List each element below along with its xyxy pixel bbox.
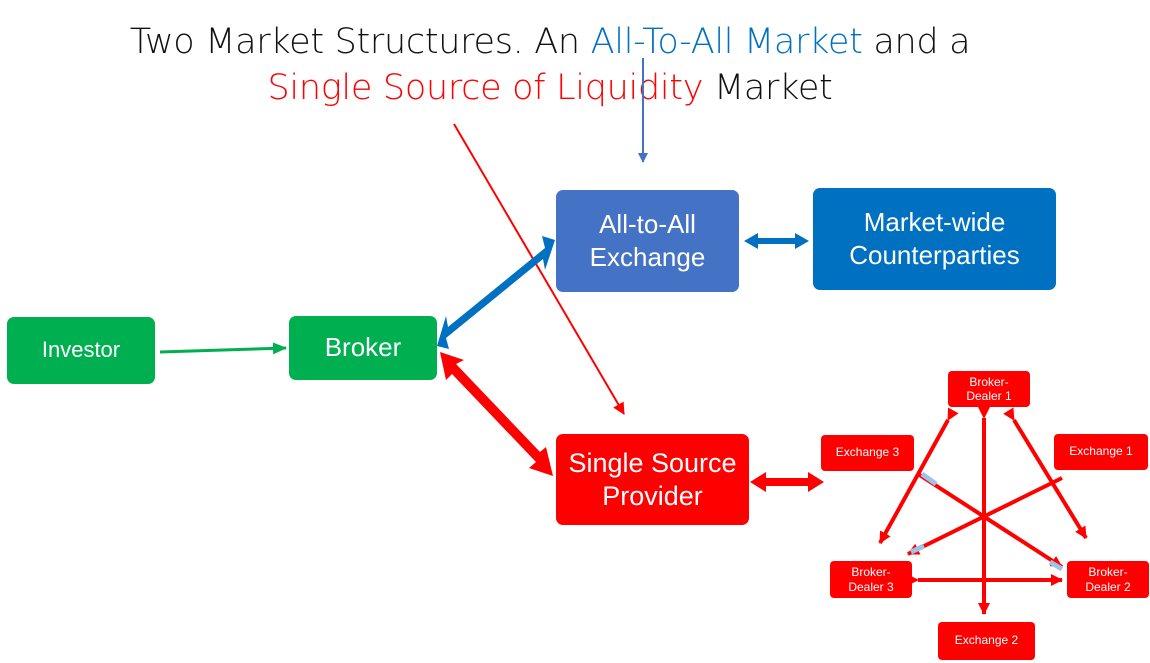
broker-dealer-1-box: Broker- Dealer 1 [948, 371, 1030, 407]
broker-dealer-2-label-line-1: Broker- [1088, 565, 1128, 580]
all-to-all-exchange-box: All-to-All Exchange [556, 190, 739, 292]
title-suffix: and a [862, 22, 971, 62]
broker-dealer-2-label-line-2: Dealer 2 [1085, 579, 1131, 594]
investor-to-broker-arrow [159, 342, 287, 355]
all-to-all-label-line-2: Exchange [589, 242, 706, 272]
single-source-provider-box: Single Source Provider [556, 434, 749, 525]
market-wide-label-line-2: Counterparties [849, 240, 1020, 270]
exchange-3-box: Exchange 3 [821, 435, 914, 471]
market-wide-label-line-1: Market-wide [863, 206, 1006, 237]
broker-all-to-all-arrow [437, 236, 555, 349]
all-to-all-market-wide-arrow [744, 233, 809, 249]
title-pointer-arrow-red [453, 123, 625, 415]
exchange-1-box: Exchange 1 [1054, 434, 1148, 470]
investor-label: Investor [41, 337, 121, 363]
broker-label: Broker [324, 332, 402, 363]
broker-dealer-2-box: Broker- Dealer 2 [1067, 561, 1149, 598]
broker-dealer-1-label-line-2: Dealer 1 [966, 389, 1012, 403]
exchange-1-label: Exchange 1 [1069, 444, 1133, 459]
broker-dealer-3-label-line-2: Dealer 3 [848, 579, 894, 594]
exchange-2-label: Exchange 2 [954, 633, 1019, 648]
market-wide-counterparties-box: Market-wide Counterparties [813, 188, 1056, 290]
exchange-network-connectors [878, 407, 1088, 615]
single-source-label-line-2: Provider [602, 480, 703, 511]
title-prefix: Two Market Structures. An [129, 22, 591, 62]
single-source-label-line-1: Single Source [568, 448, 737, 479]
exchange-2-box: Exchange 2 [938, 622, 1035, 660]
broker-single-source-arrow [440, 352, 553, 476]
broker-box: Broker [289, 316, 437, 380]
title-market-suffix: Market [703, 68, 833, 108]
diagram-title-line-1: Two Market Structures. An All-To-All Mar… [0, 20, 1100, 64]
broker-dealer-1-label-line-1: Broker- [969, 374, 1009, 389]
title-single-source-highlight: Single Source of Liquidity [267, 68, 704, 108]
investor-box: Investor [7, 317, 155, 384]
single-source-network-arrow [750, 472, 824, 492]
all-to-all-label-line-1: All-to-All [599, 208, 696, 239]
connector-highlights [909, 471, 1064, 572]
broker-dealer-3-label-line-1: Broker- [851, 565, 891, 580]
broker-dealer-3-box: Broker- Dealer 3 [830, 561, 912, 598]
title-all-to-all-highlight: All-To-All Market [590, 22, 863, 62]
diagram-title-line-2: Single Source of Liquidity Market [0, 66, 1100, 110]
exchange-3-label: Exchange 3 [835, 445, 900, 460]
